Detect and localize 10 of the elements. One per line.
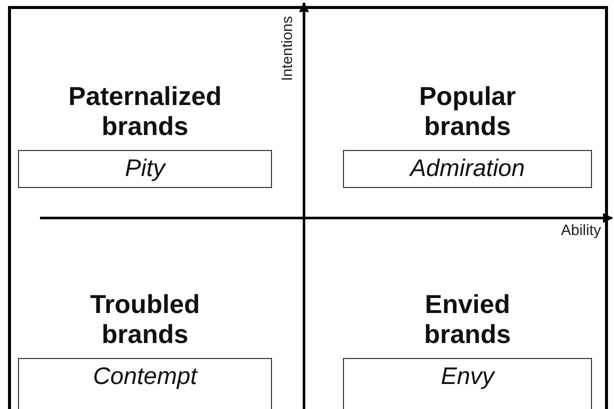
quadrant-heading: Troubled brands: [89, 290, 201, 350]
axis-label: Intentions: [279, 16, 296, 82]
emotion-label: Pity: [124, 154, 165, 184]
quadrant-heading: Paternalized brands: [67, 82, 223, 142]
emotion-label: Contempt: [92, 362, 198, 392]
emotion-label: Admiration: [410, 154, 525, 184]
quadrant-heading: Envied brands: [423, 290, 512, 350]
axis-label: Ability: [561, 222, 602, 239]
emotion-label: Envy: [440, 362, 494, 392]
quadrant-heading: Popular brands: [418, 82, 517, 142]
